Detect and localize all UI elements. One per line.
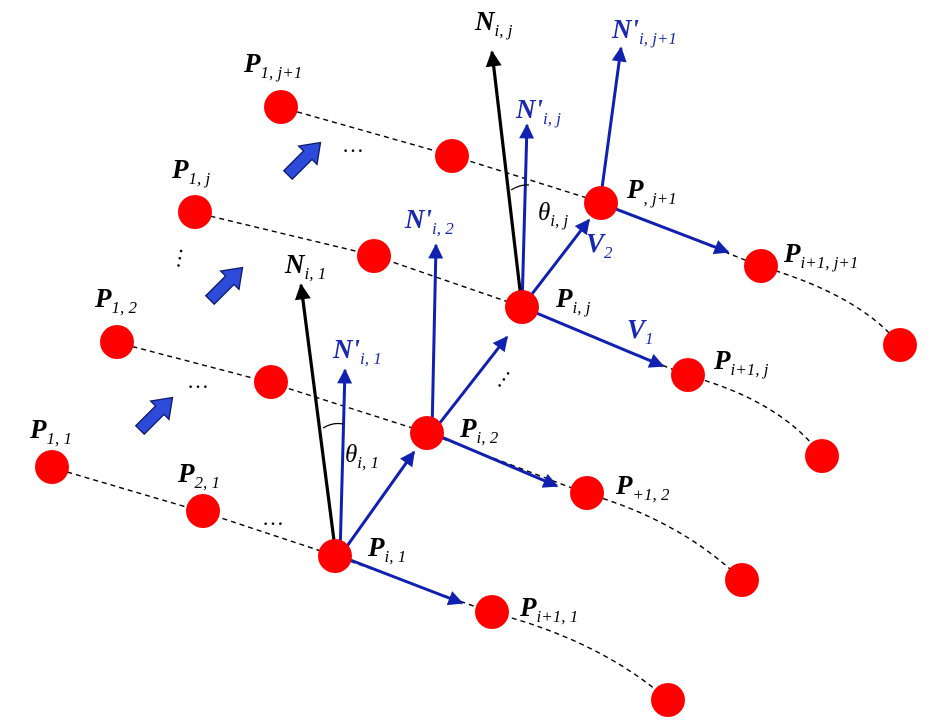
ellipsis-col1: …	[159, 244, 187, 270]
flow-arrows	[134, 141, 322, 436]
vector-npij1	[598, 46, 627, 204]
point-p1j	[178, 195, 212, 229]
normal-vectors	[294, 50, 524, 557]
label-npij: N'i, j	[515, 94, 561, 128]
flow-arrow-1	[134, 396, 174, 436]
label-pij1: P, j+1	[626, 174, 677, 208]
label-v1: V1	[627, 314, 654, 348]
point-p1j1	[264, 90, 298, 124]
label-npi1: N'i, 1	[332, 334, 382, 368]
point-p11	[35, 450, 69, 484]
label-pi1j: Pi+1, j	[713, 345, 769, 379]
vector-pi2-up	[430, 335, 509, 434]
point-pij1	[584, 186, 618, 220]
normal-nij	[485, 50, 524, 308]
row-curve-2	[114, 341, 743, 581]
row-curve-j	[192, 211, 823, 457]
label-p11: P1, 1	[29, 414, 72, 448]
point-rowj-mid	[357, 239, 391, 273]
labels: P1, 1 P2, 1 P1, 2 P1, j P1, j+1 Pi, 1 Pi…	[29, 6, 858, 626]
flow-arrow-2	[204, 266, 244, 306]
point-rowj-end	[805, 439, 839, 473]
label-p1j: P1, j	[171, 154, 211, 188]
flow-arrow-3	[282, 141, 322, 181]
vector-npi1	[337, 368, 353, 557]
label-thetai1: θi, 1	[345, 441, 379, 472]
point-pi1	[318, 539, 352, 573]
label-pi1: Pi, 1	[367, 532, 406, 566]
point-pi2	[410, 416, 444, 450]
point-rowj1-mid	[435, 139, 469, 173]
vector-npij	[519, 123, 535, 308]
label-p1j1: P1, j+1	[243, 48, 302, 82]
label-p21: P2, 1	[177, 458, 220, 492]
point-row2-mid	[254, 365, 288, 399]
label-pi12: P+1, 2	[615, 470, 670, 504]
label-v2: V2	[586, 228, 613, 262]
point-p21	[186, 494, 220, 528]
vector-v2	[520, 218, 591, 308]
point-pi11	[475, 595, 509, 629]
point-pi1j1	[744, 249, 778, 283]
vector-pi1-right	[339, 554, 464, 606]
vector-pi2-right	[431, 431, 559, 488]
row-curves	[49, 106, 901, 701]
label-ni1: Ni, 1	[284, 249, 326, 283]
point-p12	[100, 325, 134, 359]
point-row2-end	[725, 563, 759, 597]
arc-thetai1	[322, 422, 344, 429]
vector-v1	[521, 305, 665, 368]
vector-npi2	[428, 243, 444, 434]
label-nij: Ni, j	[474, 6, 513, 40]
point-pij	[505, 290, 539, 324]
normal-ni1	[294, 283, 338, 557]
angle-arcs	[322, 184, 530, 429]
point-row1-end	[651, 683, 685, 717]
vector-pi1-up	[338, 450, 416, 557]
label-pi11: Pi+1, 1	[519, 592, 578, 626]
label-npi2: N'i, 2	[404, 204, 454, 238]
label-pij: Pi, j	[555, 283, 591, 317]
point-rowj1-end	[883, 328, 917, 362]
label-npij1: N'i, j+1	[611, 14, 677, 48]
ellipsis-rowj1: …	[342, 132, 364, 157]
label-pi2: Pi, 2	[459, 413, 499, 447]
ellipsis-row2: …	[187, 368, 209, 393]
label-thetaij: θi, j	[538, 199, 569, 230]
point-pi1j	[671, 358, 705, 392]
ellipsis-marks: … … … … …	[159, 132, 515, 530]
arc-thetaij	[510, 184, 530, 191]
point-pi12	[570, 476, 604, 510]
label-pi1j1: Pi+1, j+1	[783, 238, 858, 272]
tangent-vectors	[337, 46, 730, 606]
label-p12: P1, 2	[94, 283, 138, 317]
ellipsis-row1: …	[262, 505, 284, 530]
vector-pij1-right	[599, 201, 730, 255]
mesh-points	[35, 90, 917, 717]
